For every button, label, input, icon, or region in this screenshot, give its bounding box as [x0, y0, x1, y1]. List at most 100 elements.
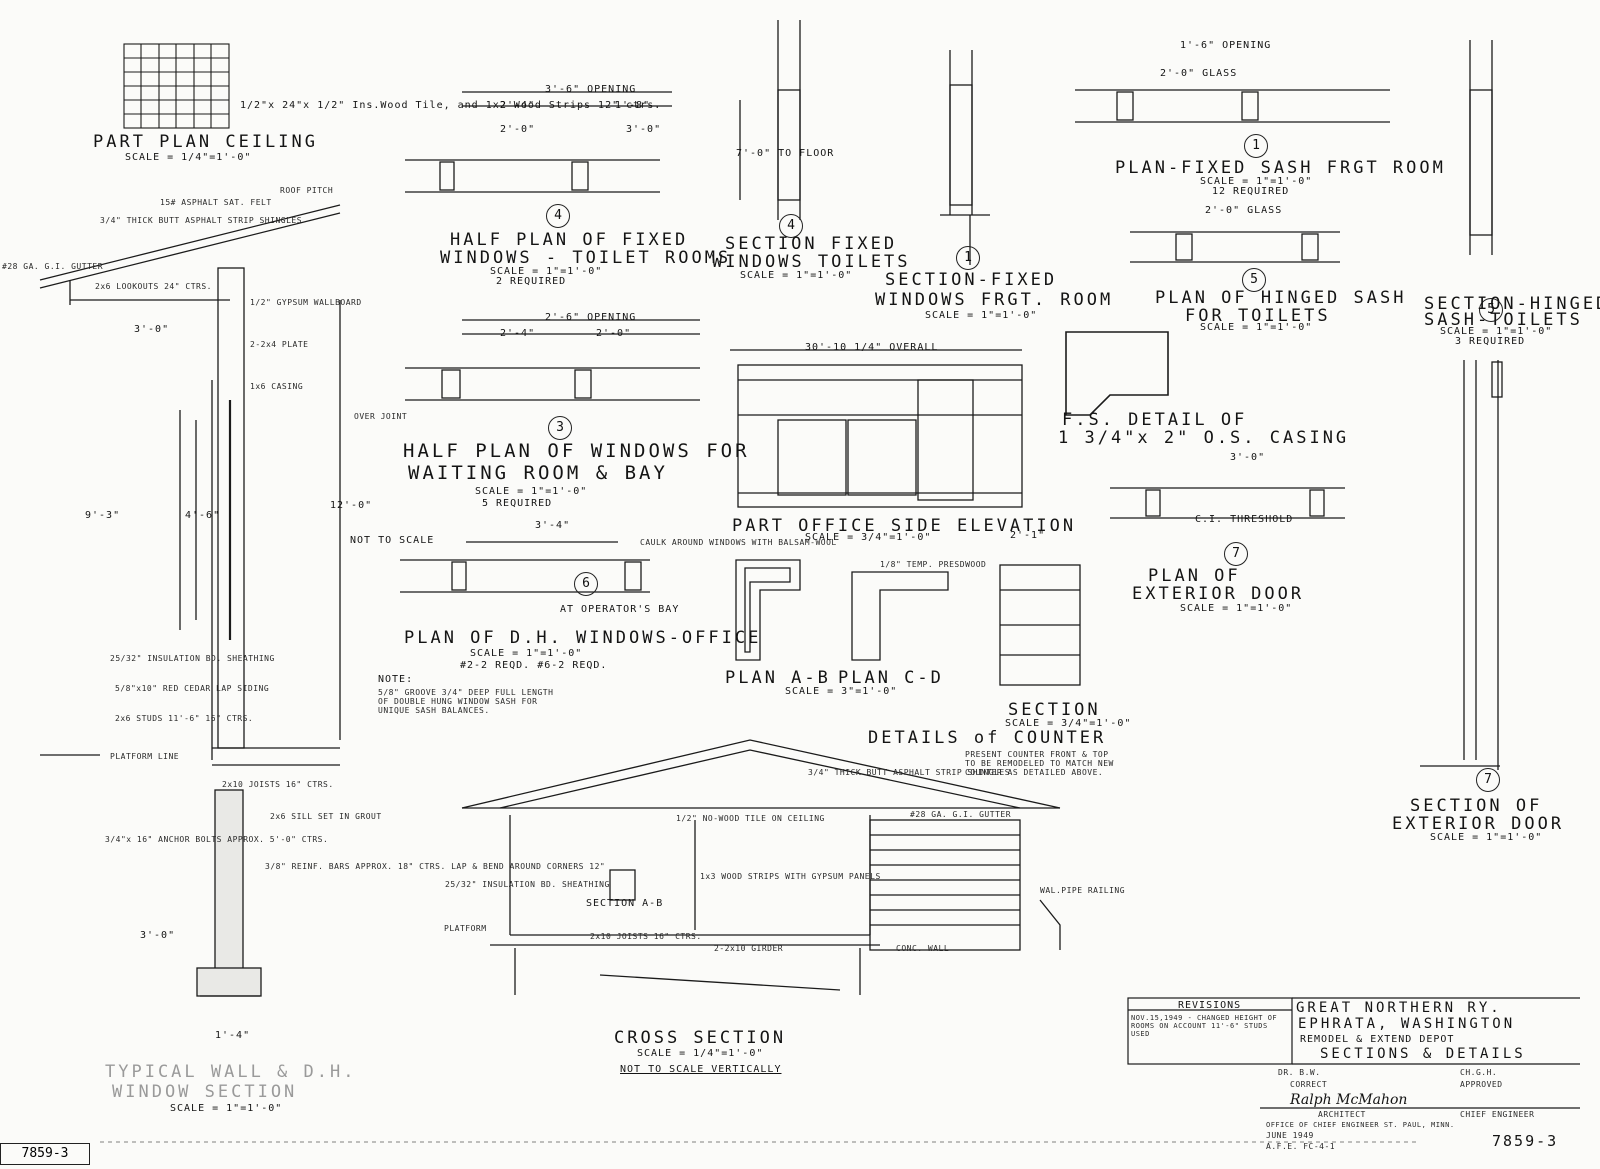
section-fixed-4 [739, 20, 801, 220]
waiting-plan-note: 5 REQUIRED [482, 498, 553, 509]
office-overall-dim: 30'-10 1/4" OVERALL [805, 342, 939, 353]
counter-note: PRESENT COUNTER FRONT & TOP TO BE REMODE… [965, 750, 1114, 777]
toilet-section-scale: SCALE = 1"=1'-0" [740, 270, 853, 281]
cs-girder-note: 2-2x10 GIRDER [714, 944, 784, 953]
window-plan-4 [405, 91, 672, 193]
dim-2-1: 2'-1" [1010, 530, 1046, 541]
fixed-sash-title: PLAN-FIXED SASH FRGT ROOM [1115, 158, 1446, 178]
conc-wall-note: CONC. WALL [896, 944, 950, 953]
plan-hinged-sash-5 [1130, 231, 1340, 263]
frgt-section-title-1: SECTION-FIXED [885, 270, 1058, 290]
callout-1-section: 1 [956, 246, 980, 270]
callout-4-section: 4 [779, 214, 803, 238]
anchor-note: 3/4"x 16" ANCHOR BOLTS APPROX. 5'-0" CTR… [105, 835, 329, 844]
cs-platform-note: PLATFORM [444, 924, 487, 933]
hinged-section-title-2: SASH-TOILETS [1424, 310, 1583, 330]
afe-number: A.F.E. FC-4-1 [1266, 1142, 1336, 1151]
cs-shingles-note: 3/4" THICK BUTT ASPHALT STRIP SHINGLES [808, 768, 1011, 777]
handrail-note: WAL.PIPE RAILING [1040, 886, 1126, 895]
toilet-section-title-2: WINDOWS TOILETS [712, 252, 911, 272]
callout-1-plan: 1 [1244, 134, 1268, 158]
sheet-number-corner: 7859-3 [1492, 1132, 1559, 1150]
dim-2-4-a: 2'-4" [500, 100, 536, 111]
temp-presswood-note: 1/8" TEMP. PRESDWOOD [880, 560, 987, 569]
wall-scale: SCALE = 1"=1'-0" [170, 1103, 283, 1114]
frgt-section-title-2: WINDOWS FRGT. ROOM [875, 290, 1114, 310]
dh-note-title: NOTE: [378, 674, 414, 685]
office-label: OFFICE OF CHIEF ENGINEER ST. PAUL, MINN. [1266, 1121, 1455, 1129]
joists-note: 2x10 JOISTS 16" CTRS. [222, 780, 334, 789]
correct-label: CORRECT [1290, 1080, 1328, 1089]
operators-bay-note: AT OPERATOR'S BAY [560, 604, 680, 615]
door-plan-7 [1110, 487, 1345, 519]
architect-signature: Ralph McMahon [1290, 1092, 1408, 1108]
over-joint-note: OVER JOINT [354, 412, 408, 421]
dh-office-title: PLAN OF D.H. WINDOWS-OFFICE [404, 628, 762, 648]
dim-3-0-door: 3'-0" [1230, 452, 1266, 463]
door-plan-title-2: EXTERIOR DOOR [1132, 584, 1305, 604]
hinged-section-scale: SCALE = 1"=1'-0" [1440, 326, 1553, 337]
sheet-title: SECTIONS & DETAILS [1320, 1046, 1526, 1062]
opening-2-6: 2'-6" OPENING [545, 312, 637, 323]
dh-office-note: #2-2 REQD. #6-2 REQD. [460, 660, 608, 671]
door-plan-scale: SCALE = 1"=1'-0" [1180, 603, 1293, 614]
toilet-section-title-1: SECTION FIXED [725, 234, 898, 254]
bars-note: 3/8" REINF. BARS APPROX. 18" CTRS. LAP &… [265, 862, 606, 871]
waiting-plan-title-2: WAITING ROOM & BAY [408, 462, 668, 484]
counter-details-title: DETAILS of COUNTER [868, 728, 1107, 748]
counter-section-label: SECTION [1008, 700, 1101, 720]
cross-section [461, 739, 1061, 995]
dim-1-8: 1'-8" [615, 100, 651, 111]
dim-2-0-b: 2'-0" [596, 328, 632, 339]
hinged-plan-title-1: PLAN OF HINGED SASH [1155, 288, 1407, 308]
drawn-by: DR. B.W. [1278, 1068, 1321, 1077]
wall-title-1: TYPICAL WALL & D.H. [105, 1062, 357, 1082]
ceiling-grid [123, 43, 230, 129]
dim-12-0: 12'-0" [330, 500, 373, 511]
wall-section [39, 204, 341, 997]
dim-2-0-a: 2'-0" [500, 124, 536, 135]
fs-detail-title-1: F.S. DETAIL OF [1062, 410, 1248, 430]
dim-3-0-a: 3'-0" [626, 124, 662, 135]
cs-gutter-note: #28 GA. G.I. GUTTER [910, 810, 1012, 819]
counter-plans-scale: SCALE = 3"=1'-0" [785, 686, 898, 697]
rafters-note: 2x6 LOOKOUTS 24" CTRS. [95, 282, 212, 291]
door-section-scale: SCALE = 1"=1'-0" [1430, 832, 1543, 843]
wood-strips-note: 1x3 WOOD STRIPS WITH GYPSUM PANELS [700, 872, 881, 881]
section-ab-label: SECTION A-B [586, 898, 664, 909]
waiting-plan-scale: SCALE = 1"=1'-0" [475, 486, 588, 497]
door-plan-title-1: PLAN OF [1148, 566, 1241, 586]
project-location: EPHRATA, WASHINGTON [1298, 1016, 1516, 1032]
casing-note: 1x6 CASING [250, 382, 304, 391]
roof-pitch-note: ROOF PITCH [280, 186, 334, 195]
counter-plans [735, 559, 1081, 686]
hinged-section-note: 3 REQUIRED [1455, 336, 1526, 347]
hinged-section-title-1: SECTION-HINGED [1424, 294, 1600, 314]
frgt-section-scale: SCALE = 1"=1'-0" [925, 310, 1038, 321]
cs-insulation-note: 25/32" INSULATION BD. SHEATHING [445, 880, 610, 889]
toilet-plan-title-2: WINDOWS - TOILET ROOMS [440, 248, 732, 268]
ceiling-title: PART PLAN CEILING [93, 132, 318, 152]
callout-5-plan: 5 [1242, 268, 1266, 292]
door-section-title-1: SECTION OF [1410, 796, 1543, 816]
callout-5-section: 5 [1479, 298, 1503, 322]
architect-label: ARCHITECT [1318, 1110, 1366, 1119]
cross-section-scale: SCALE = 1/4"=1'-0" [637, 1048, 764, 1059]
chief-engineer-label: CHIEF ENGINEER [1460, 1110, 1535, 1119]
approved-label: APPROVED [1460, 1080, 1503, 1089]
not-to-scale-wall: NOT TO SCALE [350, 535, 435, 546]
door-section-title-2: EXTERIOR DOOR [1392, 814, 1565, 834]
dh-note-body: 5/8" GROOVE 3/4" DEEP FULL LENGTH OF DOU… [378, 688, 554, 715]
gutter-note: #28 GA. G.I. GUTTER [2, 262, 104, 271]
cs-joists-note: 2x10 JOISTS 16" CTRS. [590, 932, 702, 941]
window-plan-3 [405, 319, 700, 401]
hinged-plan-title-2: FOR TOILETS [1185, 306, 1331, 326]
section-hinged-5 [1469, 40, 1493, 255]
plan-cd-label: PLAN C-D [838, 668, 944, 688]
plan-fixed-sash-1 [1075, 89, 1390, 123]
fs-detail-title-2: 1 3/4"x 2" O.S. CASING [1058, 428, 1350, 448]
section-door-7 [1420, 360, 1503, 770]
window-plan-6 [400, 541, 650, 593]
office-elevation-scale: SCALE = 3/4"=1'-0" [805, 532, 932, 543]
